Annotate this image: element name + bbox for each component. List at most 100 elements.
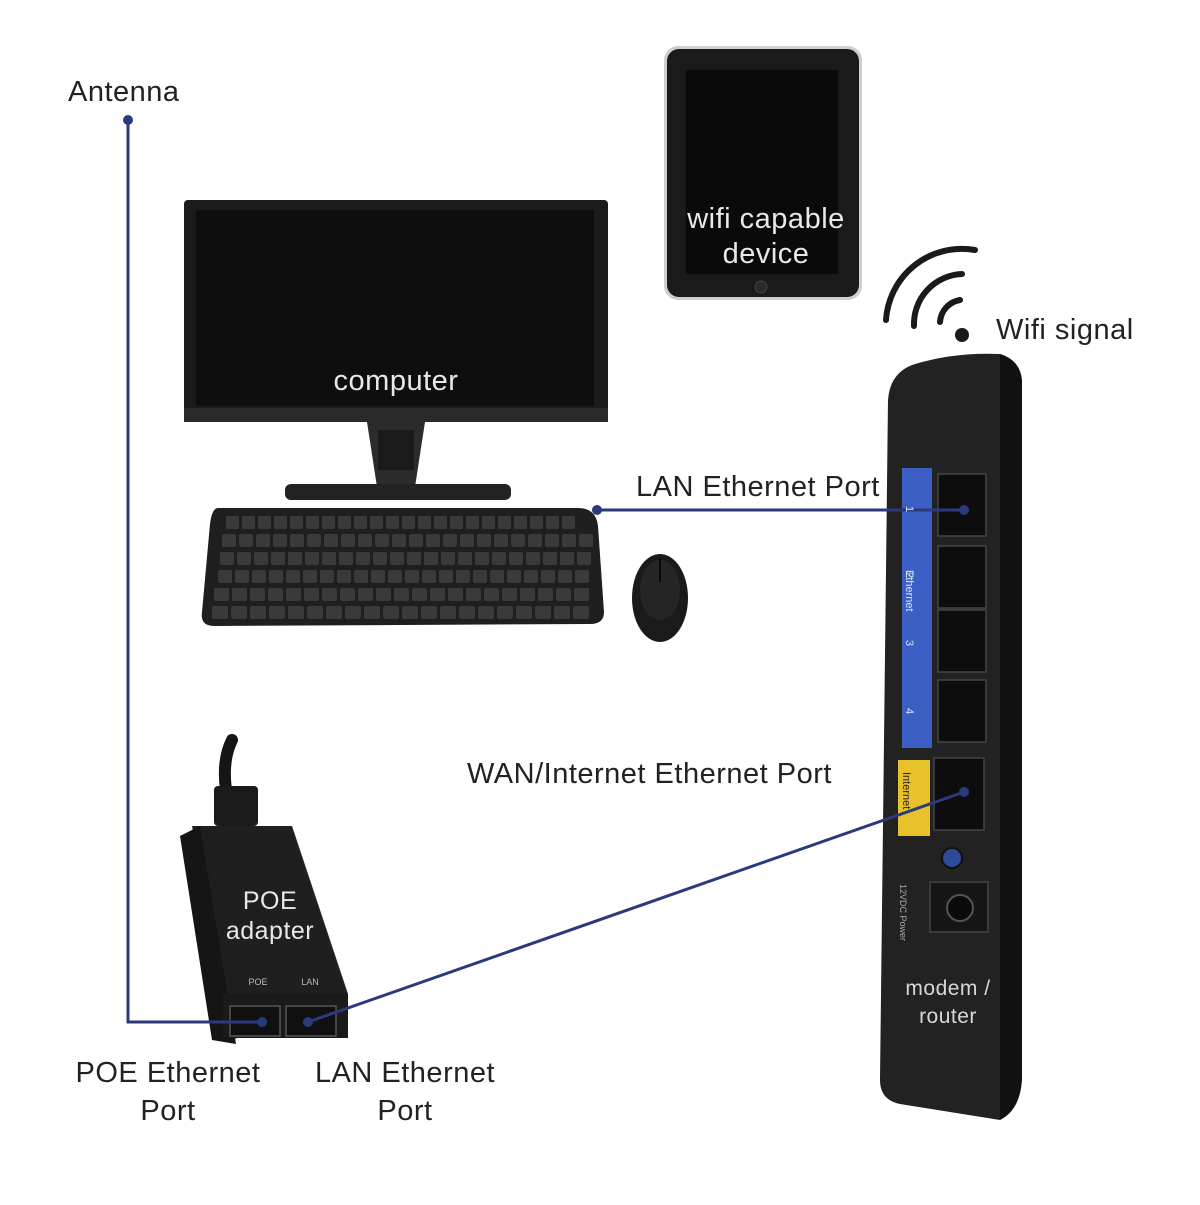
keyboard-key — [558, 570, 572, 583]
keyboard-key — [307, 534, 321, 547]
wan-line — [307, 790, 965, 1024]
keyboard-key — [405, 570, 419, 583]
port-number-2: 2 — [903, 572, 915, 578]
router-ports — [933, 473, 987, 831]
keyboard-key — [426, 534, 440, 547]
keyboard-key — [269, 570, 283, 583]
keyboard-key — [528, 534, 542, 547]
modem-router-label: modem / router — [905, 977, 991, 1028]
poe-port-dot — [257, 1017, 267, 1027]
keyboard-key — [218, 570, 232, 583]
keyboard-key — [239, 534, 253, 547]
keyboard-key — [520, 588, 535, 601]
keyboard-key — [407, 552, 421, 565]
keyboard-key — [502, 588, 517, 601]
power-marking: 12VDC Power — [898, 884, 908, 941]
poe-ethernet-port-label: POE Ethernet Port — [75, 1057, 261, 1127]
router-wan-dot — [959, 787, 969, 797]
keyboard-key — [322, 516, 335, 529]
keyboard-key — [459, 606, 475, 619]
keyboard-key — [556, 588, 571, 601]
keyboard-key — [307, 606, 323, 619]
keyboard-key — [388, 570, 402, 583]
keyboard-key — [250, 588, 265, 601]
keyboard-key — [494, 534, 508, 547]
keyboard-key — [466, 516, 479, 529]
keyboard-key — [340, 588, 355, 601]
keyboard-key — [535, 606, 551, 619]
keyboard-key — [375, 534, 389, 547]
lan-port-4 — [937, 679, 987, 743]
keyboard-key — [256, 534, 270, 547]
wifi-signal-icon — [883, 245, 978, 342]
poe-adapter-label: POE adapter — [225, 887, 315, 945]
keyboard-key — [573, 606, 589, 619]
keyboard-key — [356, 552, 370, 565]
keyboard-key — [554, 606, 570, 619]
keyboard-key — [424, 552, 438, 565]
keyboard-key — [304, 588, 319, 601]
keyboard-key — [286, 588, 301, 601]
keyboard-key — [473, 570, 487, 583]
lan-dot — [592, 505, 602, 515]
keyboard-key — [250, 606, 266, 619]
connector-dots — [123, 115, 969, 1027]
antenna-label: Antenna — [68, 76, 180, 108]
keyboard-key — [322, 588, 337, 601]
keyboard-key — [466, 588, 481, 601]
keyboard-key — [562, 516, 575, 529]
keyboard-key — [390, 552, 404, 565]
keyboard-key — [290, 534, 304, 547]
poe-lan-ethernet-port-label: LAN Ethernet Port — [314, 1057, 496, 1127]
keyboard-key — [514, 516, 527, 529]
keyboard-key — [430, 588, 445, 601]
keyboard-key — [322, 552, 336, 565]
keyboard-key — [421, 606, 437, 619]
keyboard-key — [254, 552, 268, 565]
keyboard-key — [341, 534, 355, 547]
keyboard-key — [546, 516, 559, 529]
keyboard-key — [345, 606, 361, 619]
keyboard-key — [560, 552, 574, 565]
poe-lan-dot — [303, 1017, 313, 1027]
keyboard-key — [288, 606, 304, 619]
antenna-dot — [123, 115, 133, 125]
keyboard-key — [422, 570, 436, 583]
connector-lines — [126, 120, 965, 1024]
keyboard-key — [509, 552, 523, 565]
keyboard-key — [371, 570, 385, 583]
keyboard-key — [507, 570, 521, 583]
keyboard-key — [226, 516, 239, 529]
keyboard-key — [516, 606, 532, 619]
wifi-signal-label: Wifi signal — [996, 314, 1134, 346]
keyboard-key — [252, 570, 266, 583]
keyboard-key — [443, 534, 457, 547]
keyboard-key — [579, 534, 593, 547]
keyboard-key — [258, 516, 271, 529]
keyboard-key — [492, 552, 506, 565]
lan-port-3 — [937, 609, 987, 673]
wps-button — [941, 847, 963, 869]
keyboard-key — [524, 570, 538, 583]
keyboard-key — [370, 516, 383, 529]
keyboard-key — [290, 516, 303, 529]
keyboard-key — [577, 552, 591, 565]
keyboard-key — [386, 516, 399, 529]
lan-port-2 — [937, 545, 987, 609]
mouse — [632, 554, 688, 642]
keyboard-key — [450, 516, 463, 529]
keyboard-key — [440, 606, 456, 619]
keyboard-key — [242, 516, 255, 529]
keyboard-key — [498, 516, 511, 529]
keyboard-key — [220, 552, 234, 565]
keyboard-key — [418, 516, 431, 529]
keyboard-key — [269, 606, 285, 619]
keyboard-key — [456, 570, 470, 583]
keyboard-key — [477, 534, 491, 547]
keyboard-key — [402, 606, 418, 619]
keyboard-key — [358, 588, 373, 601]
keyboard-key — [538, 588, 553, 601]
keyboard-key — [232, 588, 247, 601]
